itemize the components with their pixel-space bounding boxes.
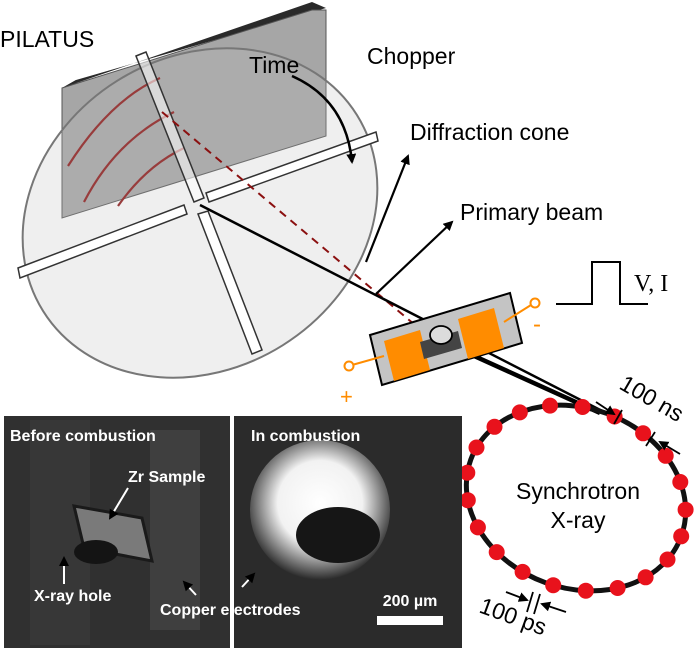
ring-label-line2: X-ray [551,507,606,533]
electron-bunch [459,492,476,509]
time-label: Time [249,52,299,78]
width-tick-2 [533,593,541,615]
time-rotation-arrow [291,74,357,164]
primary-beam-arrow [375,220,454,295]
ring-label-line1: Synchrotron [516,478,640,504]
right-terminal [529,297,541,309]
pilatus-label: PILATUS [0,26,94,52]
photo-right-title: In combustion [251,428,360,445]
chopper-slot-left [17,204,188,280]
bunch-spacing-label: 100 ns [616,370,689,427]
left-electrode [384,330,430,381]
copper-pointer-right [241,572,256,588]
width-arrow-right [540,601,567,613]
chopper-slot-up [135,51,205,203]
electron-bunch [545,577,562,594]
electron-bunch [542,397,558,414]
electron-bunch [659,551,676,568]
photo-left-title: Before combustion [10,428,156,445]
width-tick-1 [526,591,534,613]
diffraction-cone-label: Diffraction cone [410,119,569,145]
electron-bunch [577,582,594,599]
width-arrow-left [505,591,529,602]
left-terminal [343,360,355,372]
electron-bunch [468,439,485,456]
electron-bunch [486,418,503,435]
signal-label: V, I [634,271,668,297]
bunch-width-marker [505,591,567,615]
electron-bunch [657,447,674,464]
xray-hole-image [74,540,118,564]
photo-in-combustion: In combustion 200 µm [234,416,462,648]
electron-bunch [459,464,476,481]
electron-bunch [637,569,654,586]
pulse-waveform [556,261,648,305]
plus-label: + [340,384,353,409]
zr-sample-pointer [108,487,129,520]
electron-bunch [677,501,694,518]
detector-top [62,2,326,88]
spacing-tick-1 [613,409,623,425]
electron-bunch [511,404,528,421]
electron-bunch [488,544,505,561]
spacing-arrow-left [595,401,616,416]
copper-pointer-left [182,580,197,596]
electron-bunch [514,563,531,580]
photo-left-light [150,430,200,630]
sample-holder [343,291,541,387]
copper-part2: electrodes [220,602,300,619]
copper-part1: Copper [160,602,216,619]
spacing-tick-2 [645,431,656,447]
chopper-label: Chopper [367,43,456,69]
primary-beam-label: Primary beam [460,199,603,225]
photo-before-combustion: Before combustion Zr Sample X-ray hole [4,416,230,648]
scale-bar [377,616,443,625]
copper-electrodes-label: Copper electrodes [160,602,301,619]
right-electrode [458,308,504,359]
right-wire [503,304,532,323]
electron-bunches [459,397,694,599]
chopper-disc [17,47,379,379]
spacing-arrow-right [658,440,681,455]
electron-bunch [469,519,486,536]
diffraction-cone-arrow [364,154,410,263]
minus-label: - [533,311,541,338]
scale-bar-label: 200 µm [383,593,438,610]
left-wire [351,355,385,366]
xray-hole-label: X-ray hole [34,588,111,605]
electron-bunch [672,474,689,490]
electron-bunch [609,580,626,596]
electron-bunch [635,425,652,442]
combustion-hole [296,507,380,563]
xray-hole [429,325,453,345]
chopper-slot-down [197,210,263,355]
zr-sample-label: Zr Sample [128,469,205,486]
diffracted-ray [161,111,429,337]
electron-bunch [673,528,690,545]
bunch-spacing-marker [595,401,681,455]
detector-face [61,9,327,219]
primary-beam-line [199,203,611,417]
electron-bunch [574,399,591,415]
